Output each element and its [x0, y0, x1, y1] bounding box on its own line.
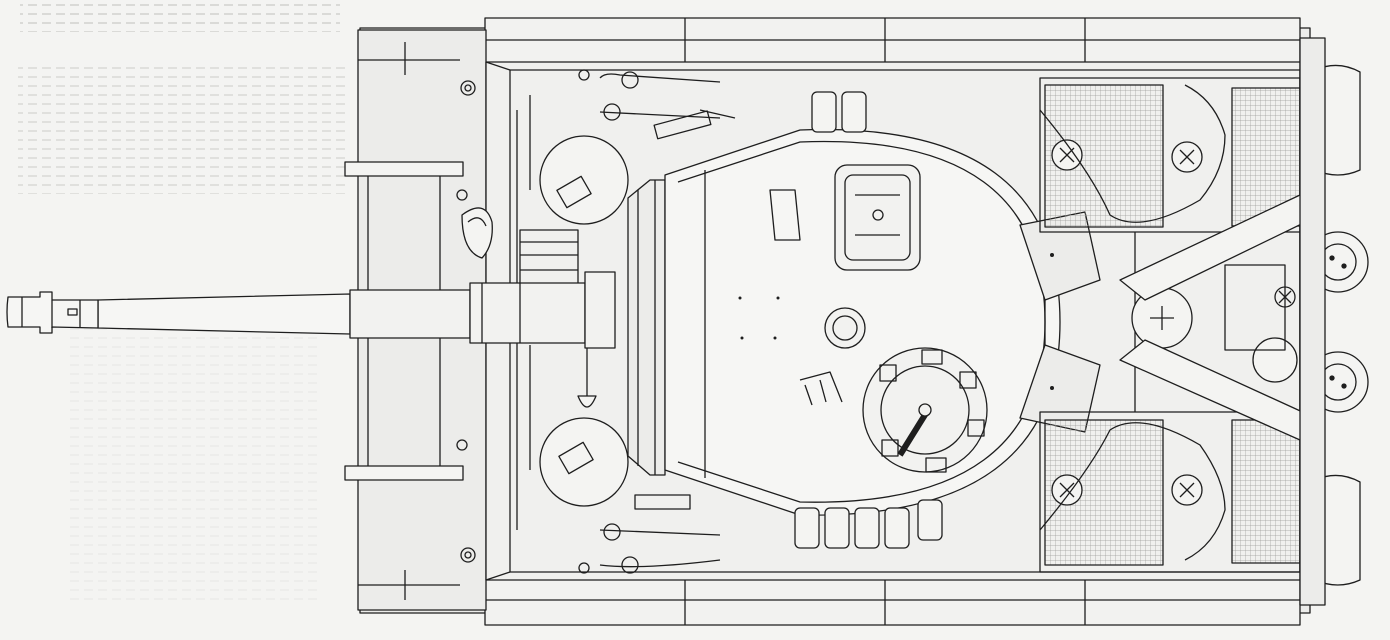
shovel — [577, 345, 597, 408]
turret-rear-lifting-lugs — [794, 91, 943, 549]
turret-sight — [769, 189, 801, 241]
hull-hatch-left — [539, 135, 629, 225]
turret-vent — [824, 307, 866, 349]
fan-covers — [1051, 139, 1203, 506]
turret-hooks — [799, 371, 843, 406]
bleed-through-marks — [18, 0, 348, 600]
driver-periscope — [461, 207, 493, 259]
hull-hatch-right — [539, 417, 629, 507]
muzzle-brake — [6, 291, 99, 334]
commander-cupola — [862, 347, 988, 473]
gun-mantlet — [349, 271, 616, 349]
loader-hatch — [834, 164, 921, 271]
deck-fittings — [1131, 264, 1298, 383]
turret-front-plate — [627, 179, 666, 476]
cooling-hoses — [1039, 84, 1226, 561]
turret-rivets — [738, 253, 1054, 390]
left-track-top — [359, 17, 1311, 69]
rear-plate — [1299, 37, 1326, 606]
jack — [634, 494, 691, 510]
main-gun-barrel — [97, 293, 351, 335]
tow-cable-top — [599, 71, 721, 121]
axe — [653, 109, 736, 140]
turret-roof-plates — [1019, 211, 1101, 433]
tow-cable-bottom — [599, 523, 721, 574]
right-track-bottom — [359, 572, 1311, 626]
